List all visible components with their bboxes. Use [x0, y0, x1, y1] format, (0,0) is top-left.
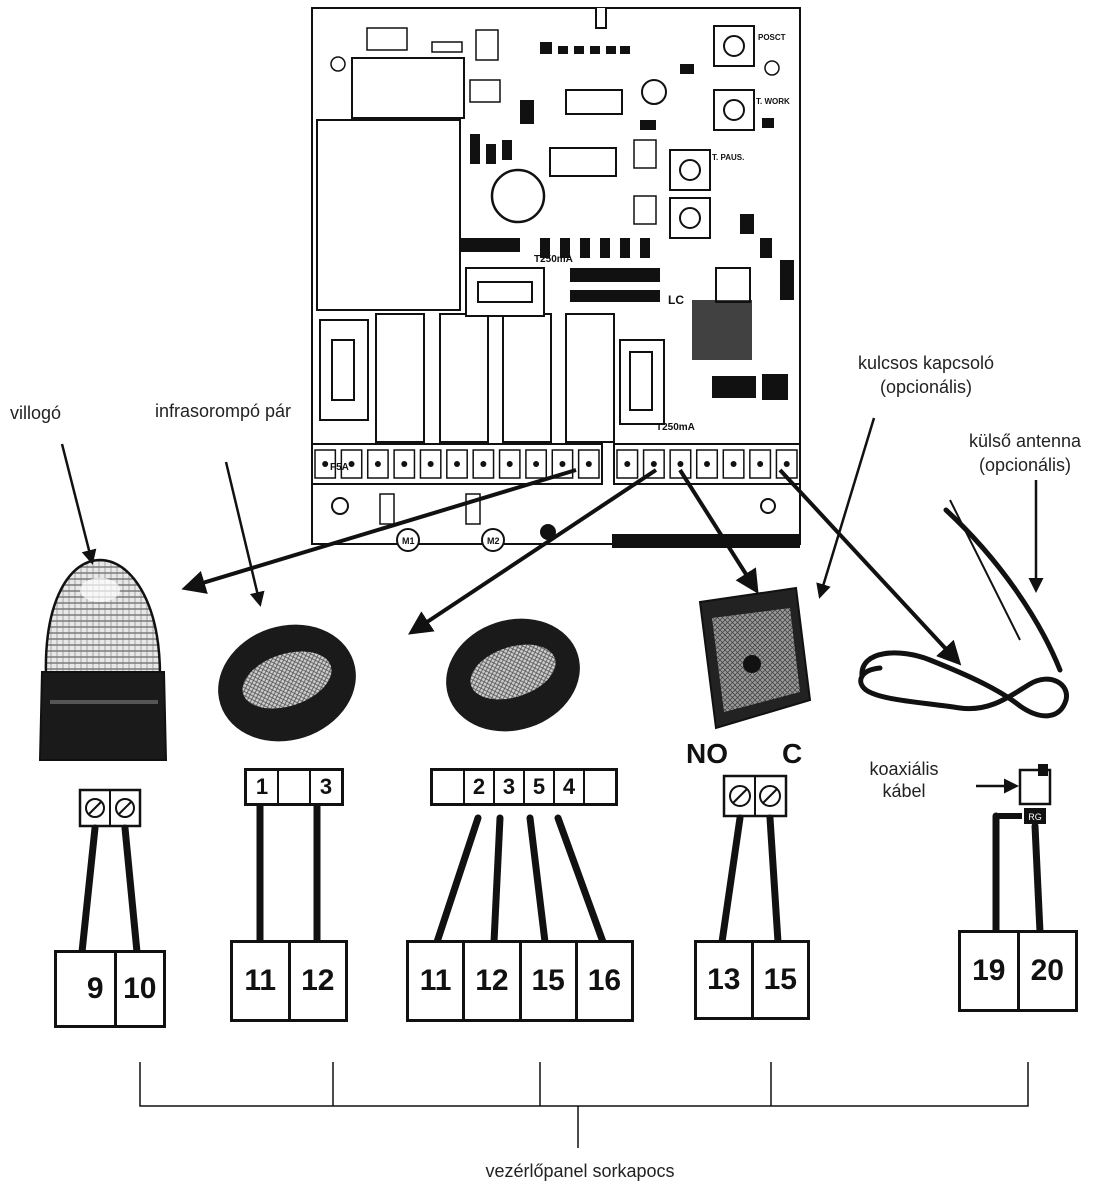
coax-label-line2: kábel — [882, 781, 926, 801]
board-terminal-screw — [704, 461, 710, 467]
board-terminal-screw — [730, 461, 737, 467]
board-pot1-label: POSCT — [758, 33, 786, 42]
flasher-screw-terminal — [78, 788, 142, 828]
terminal-cell: 1 — [247, 771, 279, 803]
panel-block-photocell-tx: 11 12 — [230, 940, 348, 1022]
board-terminal-screw — [650, 461, 657, 467]
relay — [502, 313, 552, 443]
panel-terminal-number: 13 — [697, 943, 754, 1017]
board-m2-label: M2 — [487, 536, 500, 546]
key-switch-c-label: C — [782, 738, 803, 769]
terminal-cell — [279, 771, 311, 803]
board-terminal-screw — [533, 461, 540, 467]
key-switch — [698, 586, 812, 730]
panel-terminal-number: 11 — [409, 943, 466, 1019]
relay — [565, 313, 615, 443]
key-switch-screw-terminal — [722, 774, 788, 818]
key-switch-label-line2: (opcionális) — [879, 377, 973, 397]
label-arrows — [60, 417, 1044, 794]
terminal-cell: 3 — [319, 774, 333, 799]
antenna-label-line1: külső antenna — [968, 431, 1082, 451]
panel-block-key-switch: 13 15 — [694, 940, 810, 1020]
photocell-rx-terminal: 2 3 5 4 — [430, 768, 618, 806]
terminal-cell: 5 — [525, 771, 555, 803]
terminal-cell — [433, 771, 465, 803]
panel-terminal-number: 16 — [587, 964, 622, 997]
relay — [375, 313, 425, 443]
panel-terminal-number: 15 — [522, 943, 578, 1019]
board-terminal-screw — [585, 461, 592, 467]
svg-text:RG: RG — [1028, 812, 1042, 822]
board-terminal-screw — [624, 461, 631, 467]
board-arrows — [181, 468, 962, 666]
photocell-label: infrasorompó pár — [154, 401, 292, 421]
board-terminal-screw — [480, 461, 487, 467]
panel-terminal-number: 12 — [301, 964, 335, 997]
board-terminal-screw — [322, 461, 329, 467]
board-terminal-screw — [401, 461, 408, 467]
terminal-cell: 3 — [495, 771, 525, 803]
coax-label-line1: koaxiális — [869, 759, 939, 779]
photocell-transmitter — [218, 624, 356, 742]
key-switch-no-label: NO — [686, 738, 728, 769]
transformer — [316, 119, 461, 311]
panel-terminal-number: 10 — [123, 972, 157, 1005]
panel-block-flasher: 9 10 — [54, 950, 166, 1028]
panel-block-antenna: 19 20 — [958, 930, 1078, 1012]
panel-terminal-number: 9 — [57, 953, 117, 1025]
panel-terminal-number: 11 — [233, 943, 291, 1019]
board-terminal-screw — [677, 461, 684, 467]
flasher-lamp — [38, 558, 168, 761]
antenna-label-line2: (opcionális) — [978, 455, 1072, 475]
key-switch-label-line1: kulcsos kapcsoló — [857, 353, 995, 373]
board-terminal-screw — [427, 461, 434, 467]
panel-bracket — [139, 1062, 1029, 1148]
panel-terminal-number: 15 — [763, 963, 797, 996]
terminal-cell — [585, 771, 615, 803]
board-terminal-screw — [559, 461, 566, 467]
board-fuse-label-bottom: T250mA — [656, 422, 695, 433]
board-fuse-label-left: F5A — [330, 462, 349, 473]
terminal-cell: 2 — [465, 771, 495, 803]
board-pot2-label: T. WORK — [756, 97, 790, 106]
photocell-receiver — [446, 618, 580, 732]
panel-terminal-number: 12 — [465, 943, 522, 1019]
board-terminal-screw — [454, 461, 460, 467]
device-wires — [78, 802, 1044, 956]
panel-terminal-label: vezérlőpanel sorkapocs — [485, 1161, 675, 1181]
board-lc-label: LC — [668, 293, 684, 307]
board-terminal-screw — [374, 461, 381, 467]
panel-block-photocell-rx: 11 12 15 16 — [406, 940, 634, 1022]
board-fuse-label-top: T250mA — [534, 254, 573, 265]
flasher-label: villogó — [10, 403, 62, 423]
panel-terminal-number: 20 — [1030, 954, 1064, 987]
photocell-tx-terminal: 1 3 — [244, 768, 344, 806]
board-m1-label: M1 — [402, 536, 415, 546]
panel-terminal-number: 19 — [961, 933, 1020, 1009]
board-pot3-label: T. PAUS. — [712, 153, 744, 162]
board-terminal-screw — [348, 461, 355, 467]
coax-connector: RG — [1018, 764, 1052, 824]
terminal-cell: 4 — [555, 771, 585, 803]
relay — [439, 313, 489, 443]
control-board — [311, 7, 801, 552]
board-terminal-screw — [783, 461, 790, 467]
board-terminal-screw — [506, 461, 513, 467]
board-terminal-screw — [757, 461, 764, 467]
